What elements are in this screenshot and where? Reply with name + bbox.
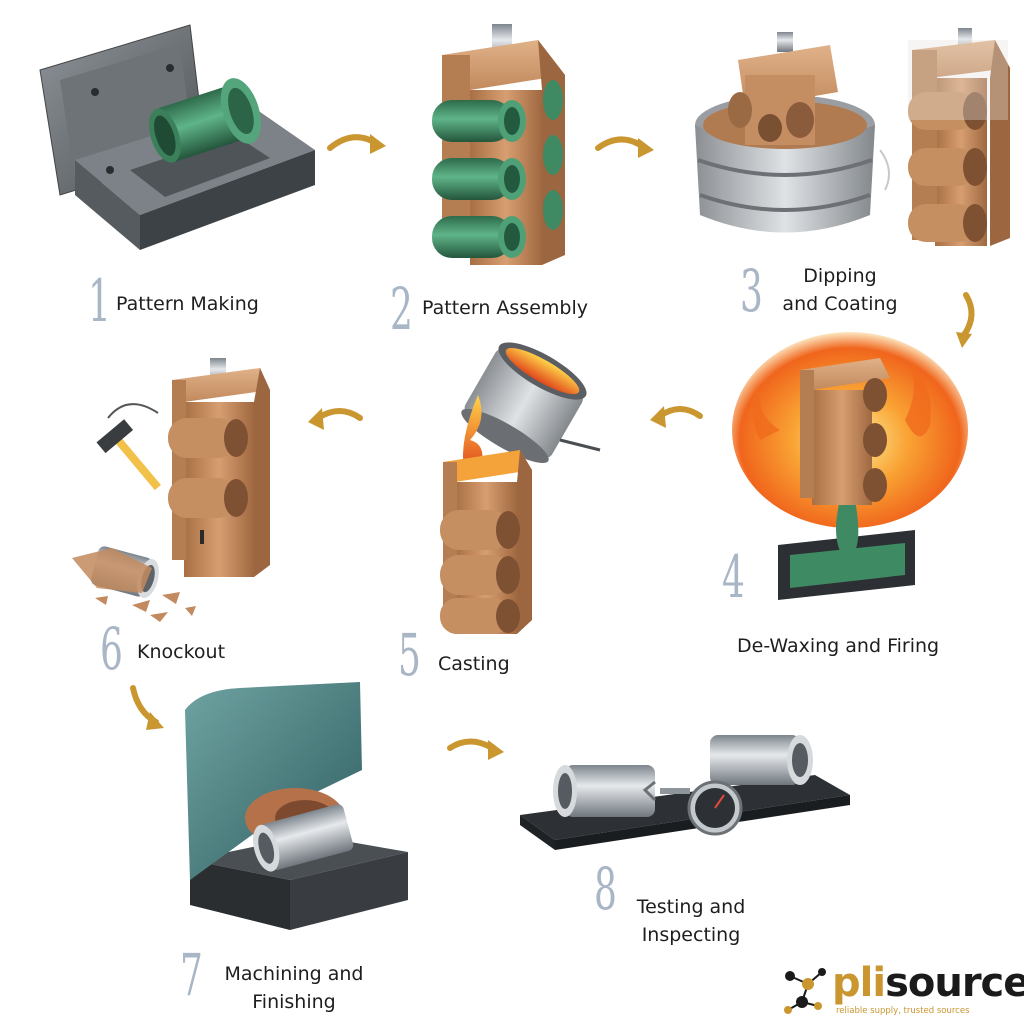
logo-word-part2: sources <box>885 960 1024 1006</box>
logo-wordmark: plisources <box>832 960 1024 1006</box>
step-3-label: Dipping and Coating <box>782 265 898 315</box>
arrow-4-to-5 <box>657 406 703 419</box>
arrow-7-to-8 <box>447 738 495 751</box>
step-1-label: Pattern Making <box>116 293 259 315</box>
logo-word-part1: pli <box>832 960 886 1006</box>
step-5-label: Casting <box>438 653 510 675</box>
arrow-5-to-6 <box>315 408 363 421</box>
dipping-coating-illustration <box>695 28 1010 246</box>
step-8-number: 8 <box>594 855 617 923</box>
step-2-number: 2 <box>390 275 413 343</box>
machining-illustration <box>185 682 408 930</box>
arrow-2-to-3 <box>595 136 645 151</box>
logo-molecule-icon <box>784 968 826 1014</box>
step-6-label: Knockout <box>137 641 226 663</box>
flow-arrowheads <box>146 134 972 760</box>
arrow-3-to-4 <box>961 292 975 338</box>
step-7-number: 7 <box>180 941 203 1009</box>
logo-tagline: reliable supply, trusted sources <box>836 1006 970 1016</box>
step-6-number: 6 <box>100 615 123 683</box>
step-4-label: De-Waxing and Firing <box>737 635 940 657</box>
testing-illustration <box>520 735 850 850</box>
step-8-label: Testing and Inspecting <box>636 896 746 946</box>
casting-illustration <box>440 342 601 634</box>
pattern-assembly-illustration <box>432 24 565 265</box>
step-7-label: Machining and Finishing <box>224 963 364 1013</box>
plisources-logo: plisources reliable supply, trusted sour… <box>780 960 1024 1020</box>
dewaxing-firing-illustration <box>732 332 968 600</box>
step-2-label: Pattern Assembly <box>422 297 588 319</box>
step-3-number: 3 <box>740 257 763 325</box>
step-4-number: 4 <box>722 543 745 611</box>
pattern-making-illustration <box>39 24 315 250</box>
knockout-illustration <box>72 358 270 622</box>
step-1-number: 1 <box>88 267 111 335</box>
arrow-1-to-2 <box>327 134 377 151</box>
step-5-number: 5 <box>398 621 421 689</box>
